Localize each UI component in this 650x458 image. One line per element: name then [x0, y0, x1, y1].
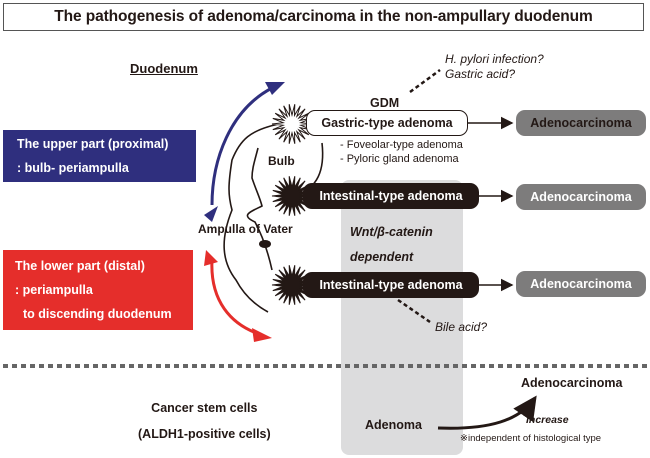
distal-arrow-head-bottom: [252, 328, 272, 342]
subtype-pyloric: - Pyloric gland adenoma: [340, 153, 459, 165]
hpylori-dashed-link: [409, 68, 441, 94]
csc-line1: Cancer stem cells: [151, 401, 258, 415]
distal-range-arrow: [210, 259, 263, 337]
gastric-factors: H. pylori infection? Gastric acid?: [445, 52, 544, 82]
wnt-dependent-band: [341, 180, 463, 455]
adenoma-label: Adenoma: [365, 418, 422, 432]
diagram-title: The pathogenesis of adenoma/carcinoma in…: [3, 3, 644, 31]
upper-part-title: The upper part (proximal): [17, 137, 169, 151]
adenocarcinoma-label: Adenocarcinoma: [521, 376, 623, 390]
wnt-dependent-label: Wnt/β-catenin dependent: [350, 220, 433, 270]
increase-arrow: [437, 395, 537, 430]
cancer-stem-cells-label: Cancer stem cells (ALDH1-positive cells): [138, 395, 271, 447]
upper-part-range: : bulb- periampulla: [17, 161, 129, 175]
proximal-range-arrow: [210, 86, 273, 206]
lower-part-range-cont: to discending duodenum: [23, 307, 172, 321]
bile-dashed-link: [397, 298, 431, 324]
increase-label: Increase: [526, 414, 569, 426]
gastric-type-adenoma-node: Gastric-type adenoma: [306, 110, 468, 136]
intestinal-origin-starburst-icon-lower: [271, 265, 313, 305]
lower-part-title: The lower part (distal): [15, 259, 145, 273]
factor-hpylori: H. pylori infection?: [445, 52, 544, 66]
ampulla-label: Ampulla of Vater: [198, 222, 293, 236]
lower-part-box: The lower part (distal) : periampulla to…: [3, 250, 193, 330]
gastric-subtypes: - Foveolar-type adenoma - Pyloric gland …: [340, 138, 463, 166]
duodenum-heading: Duodenum: [130, 61, 198, 76]
adenocarcinoma-node-gastric: Adenocarcinoma: [516, 110, 646, 136]
duodenum-outline-inner: [246, 147, 273, 271]
csc-line2: (ALDH1-positive cells): [138, 427, 271, 441]
proximal-arrow-head-top: [265, 82, 285, 95]
proximal-arrow-head-bottom: [204, 206, 218, 222]
adenocarcinoma-node-intestinal-lower: Adenocarcinoma: [516, 271, 646, 297]
bulb-label: Bulb: [268, 154, 295, 168]
wnt-line1: Wnt/β-catenin: [350, 225, 433, 239]
factor-bile-acid: Bile acid?: [435, 320, 488, 334]
footnote: ※independent of histological type: [460, 433, 602, 444]
wnt-line2: dependent: [350, 250, 414, 264]
gdm-label: GDM: [370, 96, 400, 110]
intestinal-type-adenoma-node-upper: Intestinal-type adenoma: [303, 183, 479, 209]
factor-gastric-acid: Gastric acid?: [445, 67, 516, 81]
ampulla-dot: [259, 240, 271, 248]
upper-part-box: The upper part (proximal) : bulb- periam…: [3, 130, 196, 182]
subtype-foveolar: - Foveolar-type adenoma: [340, 139, 463, 151]
adenocarcinoma-node-intestinal-upper: Adenocarcinoma: [516, 184, 646, 210]
duodenum-outline-outer: [223, 123, 280, 313]
intestinal-type-adenoma-node-lower: Intestinal-type adenoma: [303, 272, 479, 298]
distal-arrow-head-top: [204, 250, 218, 266]
gastric-origin-starburst-icon: [271, 104, 313, 144]
intestinal-origin-starburst-icon-upper: [271, 176, 313, 216]
lower-part-range: : periampulla: [15, 283, 93, 297]
title-text: The pathogenesis of adenoma/carcinoma in…: [54, 8, 593, 25]
